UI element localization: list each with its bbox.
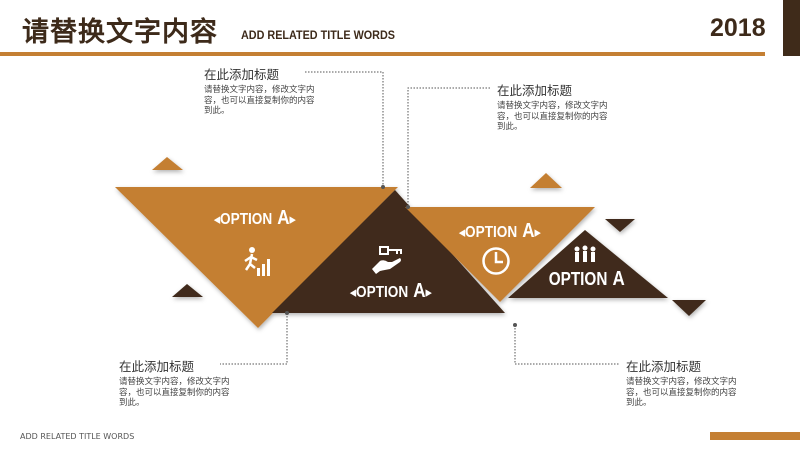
option-letter: A — [522, 220, 535, 242]
connector-dot — [381, 185, 385, 189]
block-body: 请替换文字内容，修改文字内容，也可以直接复制你的内容到此。 — [626, 377, 737, 408]
connector-line — [220, 313, 288, 365]
year-label: 2018 — [710, 14, 766, 42]
deco-triangle — [172, 284, 203, 297]
block-title: 在此添加标题 — [626, 359, 702, 374]
triangle-option-1 — [115, 187, 398, 328]
connector-line — [514, 325, 620, 365]
page-title: 请替换文字内容 — [22, 17, 218, 48]
people-group-icon — [574, 245, 596, 262]
block-body: 请替换文字内容，修改文字内容，也可以直接复制你的内容到此。 — [119, 377, 230, 408]
block-body: 请替换文字内容，修改文字内容，也可以直接复制你的内容到此。 — [497, 101, 608, 132]
block-body: 请替换文字内容，修改文字内容，也可以直接复制你的内容到此。 — [204, 85, 315, 116]
triangle-option-4 — [508, 230, 668, 298]
header-dark-block — [783, 0, 800, 56]
deco-triangle — [672, 300, 706, 316]
deco-triangle — [605, 219, 635, 232]
option-letter: A — [413, 280, 426, 302]
connector-dot — [406, 205, 410, 209]
key-in-hand-icon — [372, 246, 402, 274]
block-title: 在此添加标题 — [119, 359, 195, 374]
option-text: OPTION — [356, 284, 409, 301]
footer-text: ADD RELATED TITLE WORDS — [20, 432, 135, 441]
text-block-2: 在此添加标题 请替换文字内容，修改文字内容，也可以直接复制你的内容到此。 — [497, 80, 609, 133]
text-block-4: 在此添加标题 请替换文字内容，修改文字内容，也可以直接复制你的内容到此。 — [626, 356, 738, 409]
connector-dot — [513, 323, 517, 327]
clock-icon — [482, 247, 510, 275]
footer-bar — [710, 432, 800, 440]
arrow-right-icon: ▶ — [534, 227, 541, 238]
connector-line — [305, 71, 384, 187]
option-letter: A — [612, 268, 625, 290]
text-block-3: 在此添加标题 请替换文字内容，修改文字内容，也可以直接复制你的内容到此。 — [119, 356, 231, 409]
header-underline — [0, 52, 765, 56]
option-text: OPTION — [220, 211, 273, 228]
arrow-right-icon: ▶ — [289, 214, 296, 225]
deco-triangle — [152, 157, 183, 170]
deco-triangle — [530, 173, 562, 188]
triangle-option-3 — [405, 207, 595, 302]
block-title: 在此添加标题 — [204, 67, 280, 82]
arrow-left-icon: ◀ — [350, 287, 357, 298]
option-text: OPTION — [548, 269, 608, 289]
connector-dot — [285, 311, 289, 315]
block-title: 在此添加标题 — [497, 83, 573, 98]
text-block-1: 在此添加标题 请替换文字内容，修改文字内容，也可以直接复制你的内容到此。 — [204, 64, 316, 117]
page-subtitle: ADD RELATED TITLE WORDS — [241, 28, 395, 42]
arrow-right-icon: ▶ — [425, 287, 432, 298]
arrow-left-icon: ◀ — [459, 227, 466, 238]
arrow-left-icon: ◀ — [214, 214, 221, 225]
stairs-climber-icon — [244, 247, 270, 276]
option-text: OPTION — [465, 224, 518, 241]
option-letter: A — [277, 207, 290, 229]
connector-line — [407, 87, 490, 207]
